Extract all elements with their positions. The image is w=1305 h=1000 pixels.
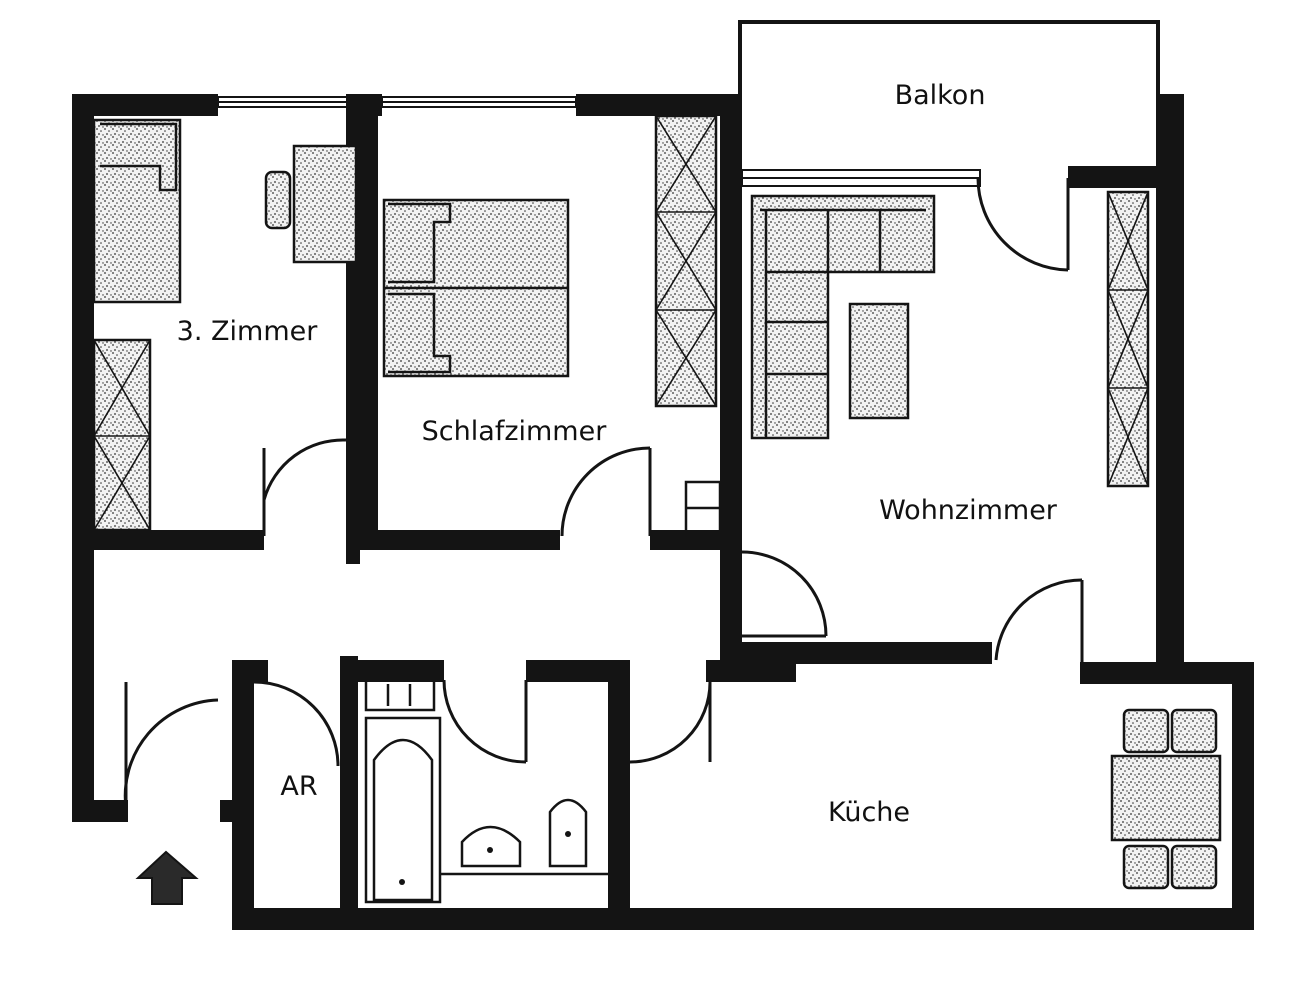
outer-walls xyxy=(72,94,1254,930)
wardrobe xyxy=(654,114,718,408)
wardrobe xyxy=(92,338,152,532)
bathroom-furniture xyxy=(364,678,608,904)
chair xyxy=(1122,708,1170,754)
washbasin xyxy=(460,825,522,868)
entrance-arrow-icon xyxy=(135,850,199,905)
chair xyxy=(1122,844,1170,890)
bathtub xyxy=(364,716,442,904)
room-label-wohnzimmer: Wohnzimmer xyxy=(879,495,1058,526)
chair xyxy=(1170,708,1218,754)
doors xyxy=(123,177,1084,809)
desk xyxy=(292,144,358,264)
radiator xyxy=(364,678,436,712)
sofa xyxy=(750,194,936,440)
coffee-table xyxy=(848,302,910,420)
room-label-ar: AR xyxy=(280,771,317,802)
bed xyxy=(92,118,182,304)
windows xyxy=(217,96,1251,875)
room-label-schlafzimmer: Schlafzimmer xyxy=(422,416,608,447)
wohnzimmer-furniture xyxy=(750,190,1150,488)
room-label-3-zimmer: 3. Zimmer xyxy=(177,316,319,347)
dining-table xyxy=(1110,754,1222,842)
schlafzimmer-furniture xyxy=(382,114,722,536)
balcony-outline xyxy=(738,20,1160,176)
kitchen-furniture xyxy=(1110,708,1222,890)
toilet xyxy=(548,798,588,868)
room-label-kueche: Küche xyxy=(828,797,910,828)
shelf xyxy=(1106,190,1150,488)
room-label-balkon: Balkon xyxy=(895,80,986,111)
zimmer3-furniture xyxy=(92,118,358,532)
chair xyxy=(264,170,292,230)
chair xyxy=(1170,844,1218,890)
